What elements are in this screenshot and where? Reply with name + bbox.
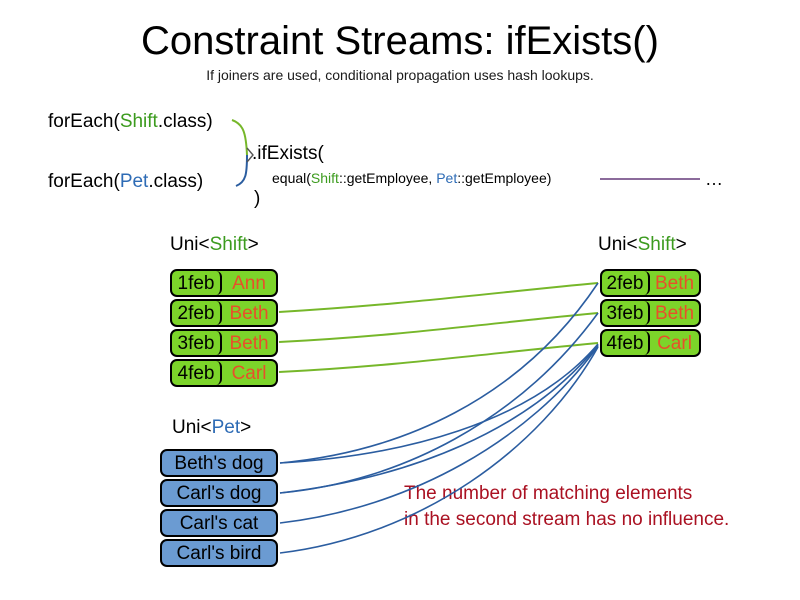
annotation-line-2: in the second stream has no influence. bbox=[404, 509, 730, 530]
link-blue-beths-dog-to-2feb bbox=[279, 282, 599, 464]
code-equal-mid: ::getEmployee, bbox=[338, 170, 437, 186]
left-pet-row-0[interactable]: Beth's dog bbox=[160, 449, 278, 477]
label-right-shift-stream: Uni<Shift> bbox=[598, 234, 687, 256]
code-foreach-pet-prefix: forEach( bbox=[48, 171, 120, 192]
label-left-shift-stream: Uni<Shift> bbox=[170, 234, 259, 256]
right-shift-row-1[interactable]: 3feb Beth bbox=[600, 299, 701, 327]
left-shift-row-2-date: 3feb bbox=[172, 331, 222, 355]
link-green-2feb bbox=[278, 282, 599, 313]
left-shift-row-2-employee: Beth bbox=[229, 332, 269, 354]
brace-blue-arm bbox=[235, 154, 248, 187]
code-ifexists-call: .ifExists( bbox=[252, 143, 324, 164]
page-subtitle: If joiners are used, conditional propaga… bbox=[206, 67, 594, 83]
left-shift-row-3[interactable]: 4feb Carl bbox=[170, 359, 278, 387]
left-pet-row-0-name: Beth's dog bbox=[174, 452, 264, 474]
code-equal-second-type: Pet bbox=[436, 170, 458, 186]
label-left-shift-suffix: > bbox=[247, 234, 259, 255]
left-pet-row-3[interactable]: Carl's bird bbox=[160, 539, 278, 567]
left-shift-row-0-date: 1feb bbox=[172, 271, 222, 295]
left-shift-row-0-employee: Ann bbox=[232, 272, 266, 294]
annotation-note: The number of matching elements in the s… bbox=[404, 481, 729, 533]
left-shift-row-0[interactable]: 1feb Ann bbox=[170, 269, 278, 297]
right-shift-row-0[interactable]: 2feb Beth bbox=[600, 269, 701, 297]
link-blue-carls-dog-to-3feb bbox=[279, 312, 599, 494]
right-shift-row-2-date: 4feb bbox=[602, 331, 650, 355]
code-foreach-pet-suffix: .class) bbox=[148, 171, 204, 192]
label-right-shift-type: Shift bbox=[637, 234, 676, 255]
code-equal-joiner: equal(Shift::getEmployee, Pet::getEmploy… bbox=[272, 170, 551, 187]
label-left-shift-prefix: Uni< bbox=[170, 234, 210, 255]
link-blue-carls-dog-to-4feb bbox=[279, 344, 599, 494]
label-left-pet-type: Pet bbox=[211, 417, 241, 438]
page-title: Constraint Streams: ifExists() bbox=[141, 19, 659, 63]
left-shift-row-3-employee: Carl bbox=[231, 362, 267, 384]
label-left-pet-suffix: > bbox=[240, 417, 252, 438]
brace-green-arm bbox=[231, 119, 248, 156]
code-equal-prefix: equal( bbox=[272, 170, 311, 186]
code-equal-first-type: Shift bbox=[310, 170, 339, 186]
right-shift-row-2[interactable]: 4feb Carl bbox=[600, 329, 701, 357]
right-shift-row-1-employee: Beth bbox=[654, 302, 695, 324]
left-shift-row-1-employee: Beth bbox=[229, 302, 269, 324]
left-shift-row-1[interactable]: 2feb Beth bbox=[170, 299, 278, 327]
left-shift-row-2[interactable]: 3feb Beth bbox=[170, 329, 278, 357]
code-foreach-shift-suffix: .class) bbox=[157, 111, 213, 132]
link-green-4feb bbox=[278, 342, 599, 373]
right-shift-row-1-date: 3feb bbox=[602, 301, 650, 325]
left-pet-row-3-name: Carl's bird bbox=[176, 542, 262, 564]
left-pet-row-1[interactable]: Carl's dog bbox=[160, 479, 278, 507]
code-foreach-pet-type: Pet bbox=[119, 171, 149, 192]
link-blue-beths-dog-to-4feb bbox=[279, 343, 599, 464]
left-shift-row-1-date: 2feb bbox=[172, 301, 222, 325]
right-shift-row-0-date: 2feb bbox=[602, 271, 650, 295]
code-foreach-shift-type: Shift bbox=[119, 111, 158, 132]
code-equal-suffix: ::getEmployee) bbox=[457, 170, 552, 186]
code-close-paren: ) bbox=[254, 188, 261, 209]
label-right-shift-suffix: > bbox=[675, 234, 687, 255]
left-shift-row-3-date: 4feb bbox=[172, 361, 222, 385]
label-left-pet-stream: Uni<Pet> bbox=[172, 417, 251, 439]
code-foreach-shift: forEach(Shift.class) bbox=[48, 111, 213, 133]
left-pet-row-1-name: Carl's dog bbox=[176, 482, 262, 504]
left-pet-row-2-name: Carl's cat bbox=[179, 512, 259, 534]
annotation-line-1: The number of matching elements bbox=[404, 483, 693, 504]
code-foreach-pet: forEach(Pet.class) bbox=[48, 171, 203, 193]
right-shift-row-0-employee: Beth bbox=[654, 272, 695, 294]
label-left-pet-prefix: Uni< bbox=[172, 417, 212, 438]
code-foreach-shift-prefix: forEach( bbox=[48, 111, 120, 132]
left-pet-row-2[interactable]: Carl's cat bbox=[160, 509, 278, 537]
right-shift-row-2-employee: Carl bbox=[657, 332, 692, 354]
ellipsis-after-rule: … bbox=[705, 169, 723, 189]
label-left-shift-type: Shift bbox=[209, 234, 248, 255]
label-right-shift-prefix: Uni< bbox=[598, 234, 638, 255]
link-green-3feb bbox=[278, 312, 599, 343]
